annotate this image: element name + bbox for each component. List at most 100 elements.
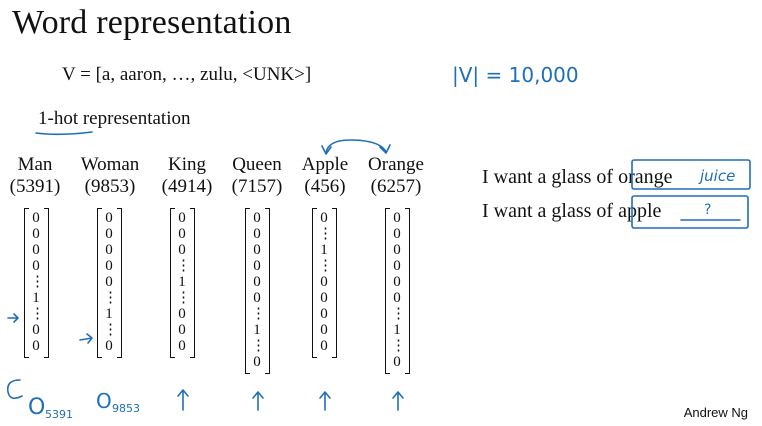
o-woman-subscript: 9853 (112, 402, 140, 415)
vector-entry: 1 (253, 322, 261, 338)
vector-entry: 0 (32, 242, 40, 258)
arrow-tail-tick (321, 145, 332, 155)
vector-entry: 1 (178, 274, 186, 290)
word-index: (456) (304, 176, 346, 197)
vector-entry: 0 (253, 258, 261, 274)
bracket-left (97, 208, 102, 358)
vector-entry: 0 (320, 338, 328, 354)
vector-entry: ⋮ (251, 338, 266, 354)
sentence-1-word: orange (618, 166, 673, 188)
vector-entry: 0 (320, 306, 328, 322)
vector-entry: 0 (105, 274, 113, 290)
o-man-label: O (28, 395, 45, 420)
bracket-right (405, 208, 410, 374)
apple-up-arrow (319, 391, 331, 411)
vector-entry: 0 (320, 274, 328, 290)
onehot-label: 1-hot representation (38, 108, 191, 129)
arrow-head (379, 144, 391, 154)
queen-up-arrow (252, 391, 264, 411)
vector-entry: 0 (253, 354, 261, 370)
word-name: Man (17, 154, 53, 175)
vector-entry: 0 (320, 290, 328, 306)
vector-entry: 0 (253, 274, 261, 290)
bracket-right (265, 208, 270, 374)
word-name: Queen (232, 154, 282, 175)
vector-entry: ⋮ (30, 274, 45, 290)
vector-entry: 0 (32, 210, 40, 226)
vector-entry: 0 (178, 306, 186, 322)
vector-entry: 1 (393, 322, 401, 338)
vector-entry: ⋮ (103, 290, 118, 306)
vector-entry: 0 (32, 258, 40, 274)
woman-index-arrow (79, 333, 93, 344)
o-woman-label: O (96, 389, 112, 413)
vocab-size-note: |V| = 10,000 (452, 63, 579, 87)
handwritten-question: ? (704, 202, 711, 218)
vector-entry: 0 (105, 258, 113, 274)
word-name: King (168, 154, 206, 175)
vector-entry: ⋮ (176, 290, 191, 306)
vector-entry: 0 (320, 210, 328, 226)
vector-entry: 0 (393, 290, 401, 306)
vector-entry: ⋮ (391, 306, 406, 322)
sentence-2-prefix: I want a glass of (482, 200, 614, 222)
vocabulary-definition: V = [a, aaron, …, zulu, <UNK>] (62, 64, 312, 85)
word-column-queen: Queen (7157) (224, 154, 290, 198)
hook-mark (6, 379, 23, 400)
word-index: (5391) (9, 176, 61, 197)
vector-entry: 1 (105, 306, 113, 322)
word-index: (9853) (84, 176, 136, 197)
bracket-left (24, 208, 29, 358)
vector-entry: 0 (178, 210, 186, 226)
king-up-arrow (177, 389, 189, 411)
underline-mark (35, 131, 93, 136)
vector-entry: 0 (253, 210, 261, 226)
vector-entry: 0 (178, 338, 186, 354)
bracket-left (312, 208, 317, 358)
vector-entry: 1 (32, 290, 40, 306)
word-column-orange: Orange (6257) (359, 154, 433, 198)
vector-entry: ⋮ (176, 258, 191, 274)
sentence-2-word: apple (618, 200, 662, 222)
bracket-right (117, 208, 122, 358)
vector-entry: 0 (393, 242, 401, 258)
vector-entry: 0 (105, 242, 113, 258)
vector-entry: 0 (32, 338, 40, 354)
word-column-man: Man (5391) (4, 154, 66, 198)
word-name: Apple (301, 154, 349, 175)
o-man-subscript: 5391 (45, 408, 73, 421)
vector-entry: 0 (32, 226, 40, 242)
vector-entry: 0 (178, 322, 186, 338)
vector-entry: 1 (320, 242, 328, 258)
man-index-arrow (7, 313, 19, 323)
vector-entry: 0 (178, 226, 186, 242)
sentence-1: I want a glass of orange (482, 166, 673, 189)
orange-up-arrow (392, 391, 404, 411)
vector-entry: 0 (393, 258, 401, 274)
vector-entry: ⋮ (251, 306, 266, 322)
word-index: (7157) (231, 176, 283, 197)
vector-entry: 0 (105, 338, 113, 354)
vector-entry: 0 (178, 242, 186, 258)
handwritten-juice: juice (698, 167, 735, 185)
author-credit: Andrew Ng (683, 405, 748, 420)
sentence-1-prefix: I want a glass of (482, 166, 614, 188)
vector-entry: 0 (105, 210, 113, 226)
slide-title: Word representation (12, 4, 292, 41)
apple-orange-arrow (325, 139, 387, 154)
vector-entry: 0 (32, 322, 40, 338)
word-column-apple: Apple (456) (295, 154, 355, 198)
vector-entry: 0 (393, 210, 401, 226)
bracket-right (44, 208, 49, 358)
word-index: (4914) (161, 176, 213, 197)
bracket-left (245, 208, 250, 374)
bracket-right (332, 208, 337, 358)
vector-entry: ⋮ (391, 338, 406, 354)
vector-entry: ⋮ (318, 258, 333, 274)
word-name: Orange (368, 154, 424, 175)
vector-entry: ⋮ (318, 226, 333, 242)
